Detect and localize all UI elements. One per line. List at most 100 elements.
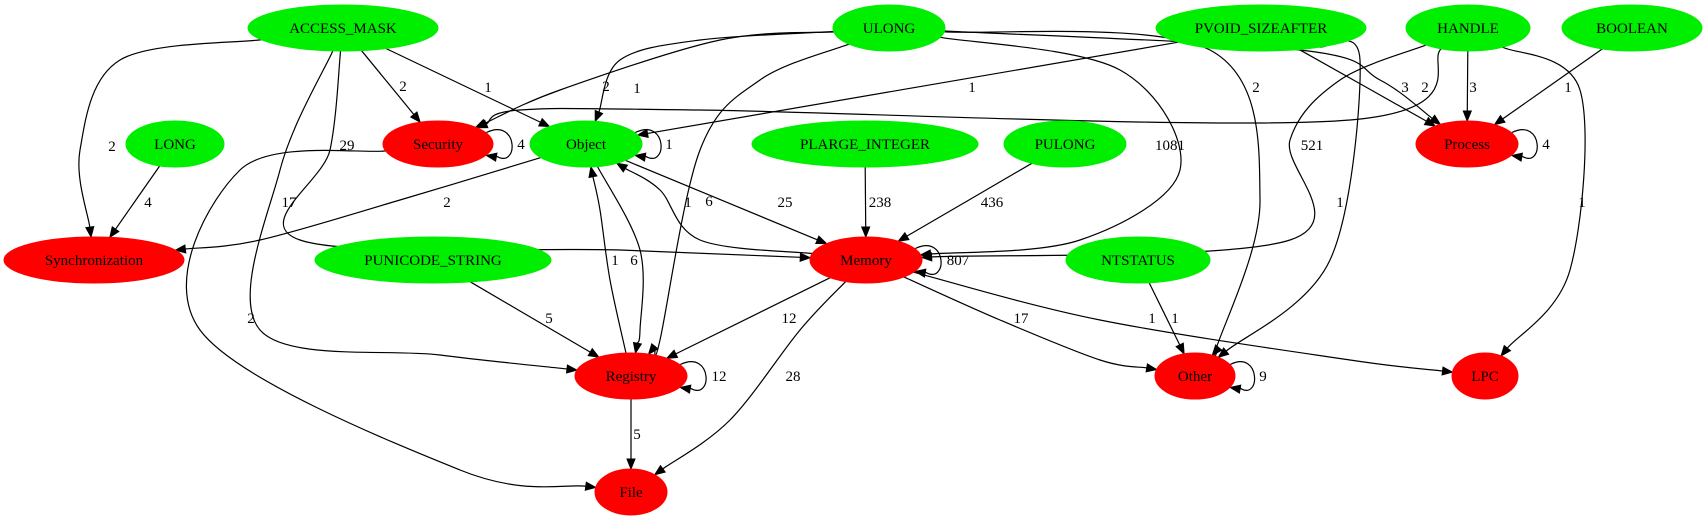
edge-memory-to-object-line (625, 167, 813, 255)
node-handle[interactable]: HANDLE (1405, 4, 1531, 52)
edge-pvoid-sizeafter-to-process (1298, 48, 1437, 127)
edge-registry-to-registry-line (680, 361, 707, 391)
node-access-mask[interactable]: ACCESS_MASK (247, 4, 439, 52)
node-lpc-shape (1451, 352, 1519, 400)
node-punicode-string-label: PUNICODE_STRING (364, 253, 502, 269)
edge-handle-to-lpc-label: 1 (1578, 195, 1586, 211)
edge-memory-to-file-arrowhead (653, 464, 667, 476)
edge-other-to-other-line (1229, 361, 1256, 391)
edge-access-mask-to-memory-label: 29 (340, 138, 355, 154)
node-file[interactable]: File (594, 468, 668, 516)
edge-pvoid-sizeafter-to-process-label: 2 (1421, 80, 1429, 96)
edge-handle-to-memory-label: 521 (1301, 138, 1324, 154)
edge-memory-to-file (653, 281, 847, 476)
edge-handle-to-process (1462, 50, 1473, 123)
edge-object-to-memory (625, 159, 828, 245)
edge-ulong-to-registry-label: 6 (705, 194, 713, 210)
edge-handle-to-lpc-arrowhead (1500, 344, 1512, 357)
node-object[interactable]: Object (529, 120, 643, 168)
edge-pvoid-sizeafter-to-object (636, 41, 1179, 139)
node-pvoid-sizeafter[interactable]: PVOID_SIZEAFTER (1155, 4, 1367, 52)
node-long-shape (125, 120, 225, 168)
edge-registry-to-object (588, 165, 627, 354)
edge-access-mask-to-synchronization-label: 2 (108, 139, 116, 155)
node-process[interactable]: Process (1415, 120, 1519, 168)
edge-object-to-synchronization (174, 157, 542, 254)
node-memory-shape (809, 236, 923, 284)
node-registry-shape (574, 352, 688, 400)
edge-long-to-synchronization-label: 4 (144, 195, 152, 211)
node-boolean[interactable]: BOOLEAN (1561, 4, 1703, 52)
node-lpc[interactable]: LPC (1451, 352, 1519, 400)
edge-long-to-synchronization (109, 165, 161, 239)
edge-process-to-process (1510, 129, 1538, 162)
edge-object-to-object (633, 129, 662, 162)
edge-security-to-file-label: 2 (247, 311, 255, 327)
edge-object-to-registry-line (596, 166, 644, 344)
node-access-mask-label: ACCESS_MASK (289, 21, 397, 37)
edge-object-to-synchronization-label: 2 (443, 195, 451, 211)
edge-security-to-security-arrowhead (485, 152, 498, 162)
node-handle-shape (1405, 4, 1531, 52)
node-other[interactable]: Other (1154, 352, 1236, 400)
node-file-shape (594, 468, 668, 516)
edge-plarge-integer-to-memory-line (864, 166, 867, 228)
edge-object-to-synchronization-line (185, 157, 542, 250)
node-punicode-string[interactable]: PUNICODE_STRING (314, 236, 552, 284)
node-registry-label: Registry (606, 369, 657, 385)
edge-object-to-registry (596, 166, 644, 355)
node-ulong[interactable]: ULONG (832, 4, 946, 52)
node-object-label: Object (566, 137, 607, 153)
node-punicode-string-shape (314, 236, 552, 284)
edge-long-to-synchronization-line (115, 165, 161, 230)
node-plarge-integer[interactable]: PLARGE_INTEGER (751, 120, 979, 168)
edge-ulong-to-process-line (944, 30, 1433, 119)
node-plarge-integer-label: PLARGE_INTEGER (800, 137, 930, 153)
node-pvoid-sizeafter-label: PVOID_SIZEAFTER (1195, 21, 1328, 37)
edge-registry-to-registry (678, 361, 707, 394)
node-handle-label: HANDLE (1437, 21, 1499, 37)
edge-memory-to-file-label: 28 (786, 369, 801, 385)
edge-memory-to-memory-label: 807 (947, 253, 970, 269)
edge-ulong-to-security-line (484, 31, 834, 124)
edge-access-mask-to-security-label: 2 (399, 79, 407, 95)
node-synchronization[interactable]: Synchronization (3, 236, 185, 284)
node-memory[interactable]: Memory (809, 236, 923, 284)
edge-other-to-other-arrowhead (1228, 384, 1242, 394)
edge-registry-to-registry-label: 12 (712, 369, 727, 385)
edge-handle-to-lpc-line (1502, 46, 1586, 349)
edge-security-to-file (185, 149, 598, 491)
edge-other-to-other-label: 9 (1259, 369, 1267, 385)
edge-security-to-security-line (486, 129, 513, 159)
node-pulong[interactable]: PULONG (1003, 120, 1127, 168)
edge-access-mask-to-registry-line (249, 50, 568, 370)
edge-boolean-to-process-line (1502, 48, 1603, 120)
edge-memory-to-lpc-line (913, 271, 1443, 372)
node-plarge-integer-shape (751, 120, 979, 168)
edge-registry-to-object-line (592, 176, 627, 354)
edge-ntstatus-to-other-line (1148, 282, 1181, 346)
edge-registry-to-object-label: 1 (611, 253, 619, 269)
node-registry[interactable]: Registry (574, 352, 688, 400)
edge-handle-to-process-line (1466, 50, 1469, 112)
node-security[interactable]: Security (382, 120, 494, 168)
edge-process-to-process-arrowhead (1510, 152, 1524, 162)
node-boolean-shape (1561, 4, 1703, 52)
node-ntstatus[interactable]: NTSTATUS (1065, 236, 1211, 284)
edge-memory-to-registry (665, 277, 831, 359)
edge-access-mask-to-registry-label: 17 (282, 195, 298, 211)
edge-handle-to-process-arrowhead (1462, 110, 1473, 123)
edge-memory-to-other-label: 17 (1014, 311, 1030, 327)
edge-plarge-integer-to-memory-label: 238 (869, 195, 892, 211)
edge-memory-to-registry-label: 12 (782, 311, 797, 327)
edge-handle-to-security (475, 48, 1442, 129)
node-long[interactable]: LONG (125, 120, 225, 168)
node-ulong-shape (832, 4, 946, 52)
node-pvoid-sizeafter-shape (1155, 4, 1367, 52)
edge-access-mask-to-synchronization-arrowhead (85, 225, 95, 239)
edge-pvoid-sizeafter-to-process-line (1298, 48, 1427, 122)
edge-handle-to-process-label: 3 (1469, 80, 1477, 96)
edge-ulong-to-registry (647, 43, 850, 357)
edge-ulong-to-memory-line (930, 36, 1182, 255)
